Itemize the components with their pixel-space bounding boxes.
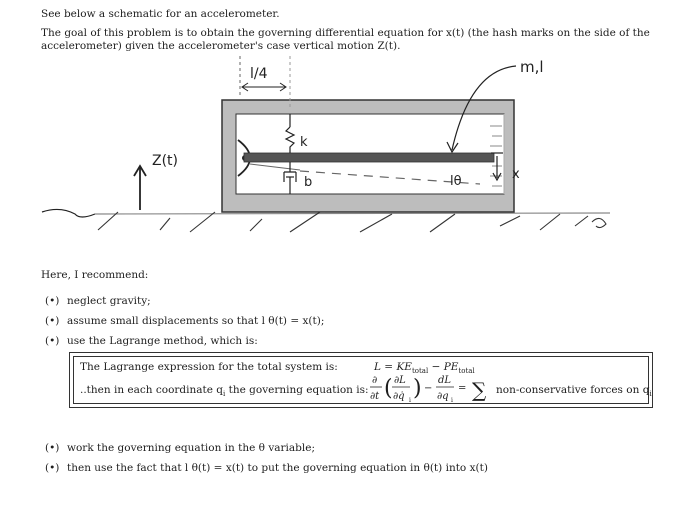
lagrange-line1-text: The Lagrange expression for the total sy… (80, 361, 338, 373)
svg-text:i: i (451, 397, 453, 404)
lagrange-box-inner: The Lagrange expression for the total sy… (73, 356, 652, 404)
lagrange-line2-text: ..then in each coordinate qi the governi… (80, 384, 369, 399)
goal-text: The goal of this problem is to obtain th… (41, 27, 650, 52)
label-x: x (512, 167, 520, 182)
svg-text:∂: ∂ (372, 375, 377, 386)
label-l4: l/4 (250, 66, 268, 82)
z-label: Z(t) (152, 153, 178, 169)
svg-text:−: − (424, 383, 432, 394)
list-item: (•)then use the fact that l θ(t) = x(t) … (45, 462, 488, 474)
non-conservative-forces-text: non-conservative forces on qi (496, 384, 652, 399)
label-b: b (304, 175, 312, 190)
bullet-icon: (•) (45, 442, 60, 454)
label-k: k (300, 135, 308, 150)
svg-text:∑: ∑ (472, 378, 487, 402)
svg-text:(: ( (384, 376, 393, 401)
list-item: (•)neglect gravity; (45, 295, 151, 307)
svg-text:i: i (409, 397, 411, 404)
svg-text:dL: dL (438, 375, 451, 386)
bullet-icon: (•) (45, 315, 60, 327)
lagrange-box: The Lagrange expression for the total sy… (69, 352, 653, 408)
label-ml: m,l (520, 58, 544, 76)
intro-text: See below a schematic for an acceleromet… (41, 8, 280, 20)
governing-equation-formula: ∂ ∂t ( ∂L ∂q̇ i ) − dL ∂q i = ∑ (370, 375, 487, 404)
svg-text:∂t: ∂t (370, 391, 380, 402)
bullet-icon: (•) (45, 462, 60, 474)
svg-text:): ) (413, 376, 422, 401)
label-ltheta: lθ (450, 174, 462, 189)
list-item: (•)assume small displacements so that l … (45, 315, 325, 327)
lagrange-expression: L = KEtotal − PEtotal (374, 361, 475, 376)
svg-text:=: = (458, 383, 466, 394)
svg-text:∂q̇: ∂q̇ (393, 391, 405, 402)
svg-text:∂q: ∂q (437, 391, 449, 402)
svg-text:∂L: ∂L (394, 375, 406, 386)
list-item: (•)use the Lagrange method, which is: (45, 335, 258, 347)
accelerometer-schematic: Z(t) k b l/4 m,l lθ x (41, 56, 611, 233)
list-item: (•)work the governing equation in the θ … (45, 442, 315, 454)
bullet-icon: (•) (45, 335, 60, 347)
recommend-heading: Here, I recommend: (41, 269, 149, 281)
bullet-icon: (•) (45, 295, 60, 307)
